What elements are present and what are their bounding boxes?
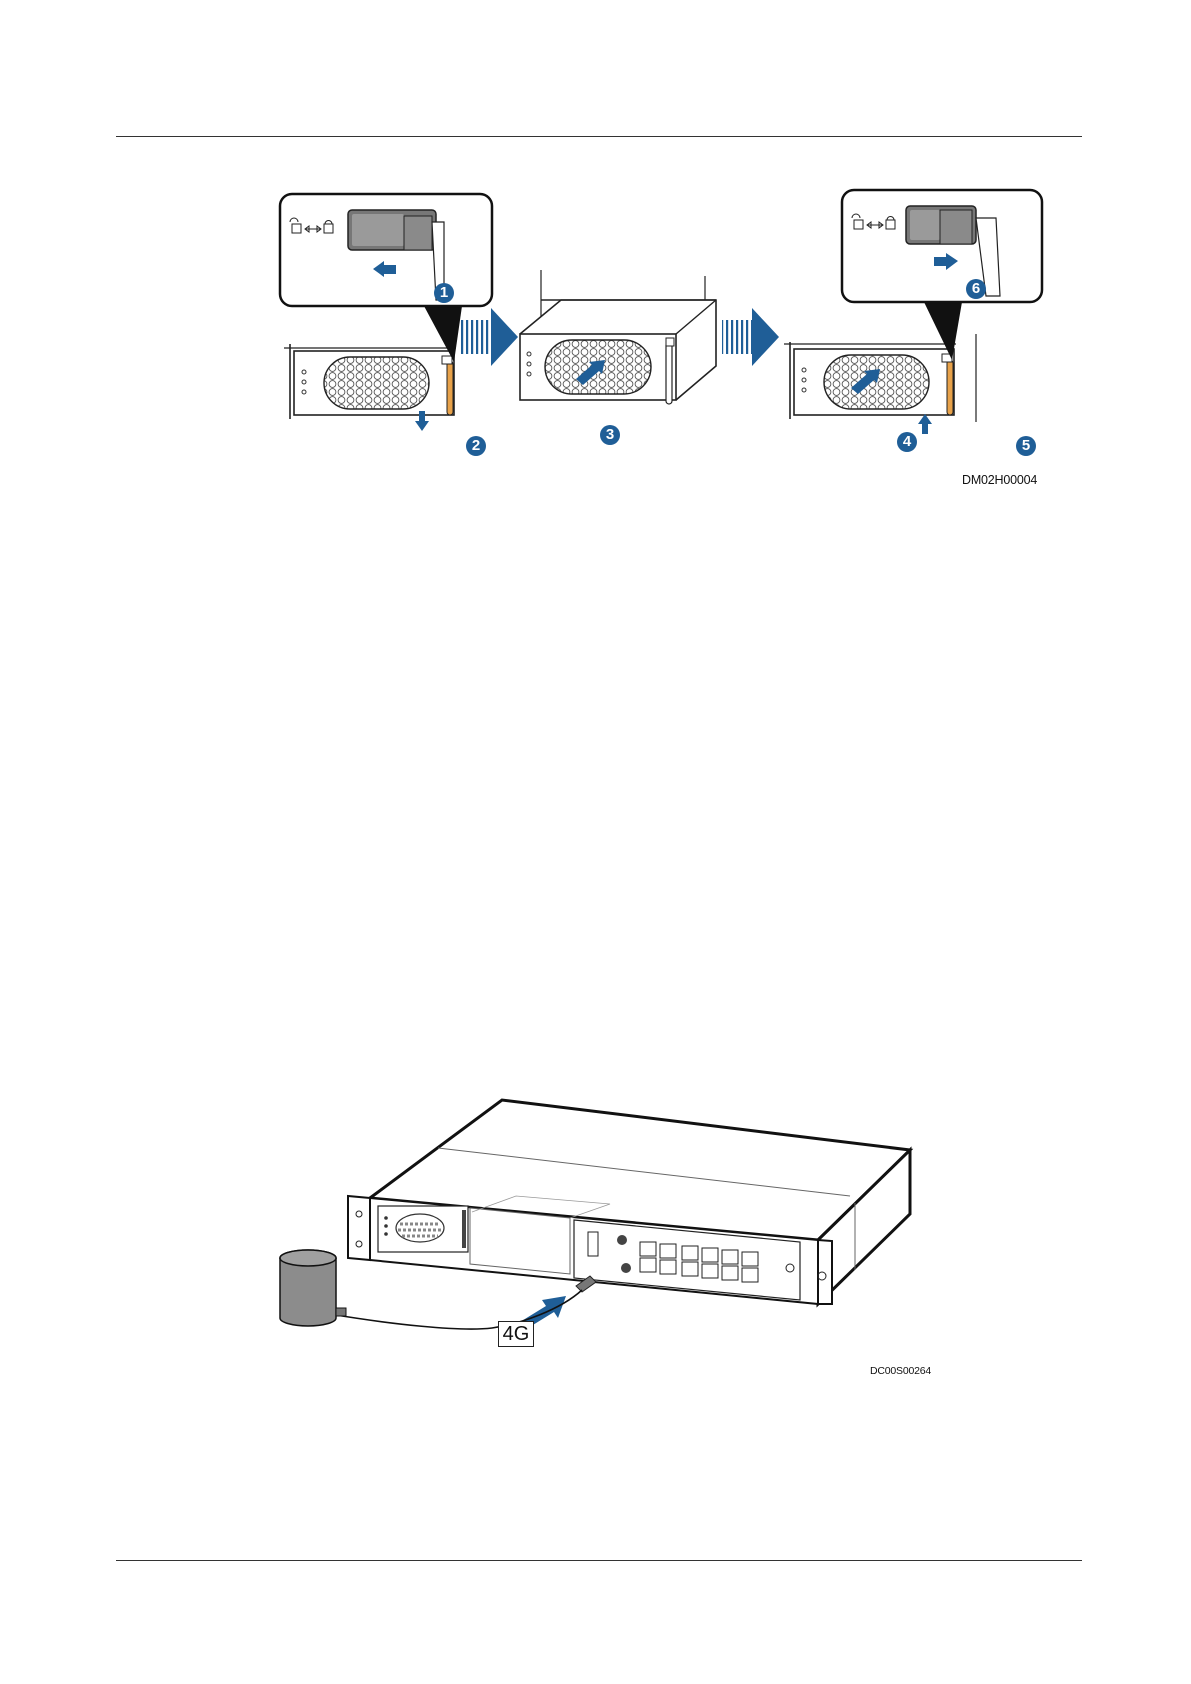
antenna-connection-drawing [270,1100,970,1390]
footer-rule [116,1560,1082,1561]
figure-1-code: DM02H00004 [962,473,1037,487]
transition-arrow-2 [722,308,779,366]
step-1-badge: 1 [434,283,454,303]
antenna-connection-figure [270,1100,970,1390]
psu-replacement-drawing [256,204,1056,496]
step-4-badge: 4 [897,432,917,452]
transition-arrow-1 [461,308,518,366]
cable-band-label: 4G [498,1321,534,1347]
panel-left [280,194,492,431]
step-5-badge: 5 [1016,436,1036,456]
panel-middle [520,270,716,404]
panel-right [784,190,1042,434]
step-6-badge: 6 [966,279,986,299]
step-2-badge: 2 [466,436,486,456]
psu-replacement-figure [256,204,1056,496]
step-3-badge: 3 [600,425,620,445]
figure-2-code: DC00S00264 [870,1365,931,1377]
header-rule [116,136,1082,137]
